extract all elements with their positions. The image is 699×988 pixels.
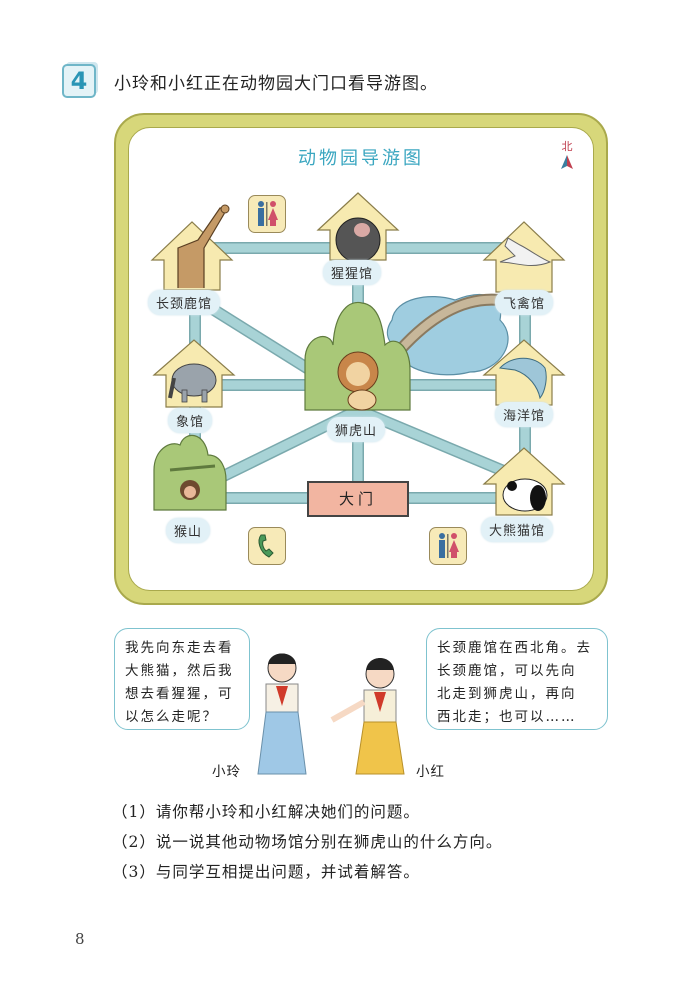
problem-number-badge: 4 (62, 64, 96, 98)
restroom-icon (429, 527, 467, 565)
venue-label-ocean: 海洋馆 (495, 402, 554, 427)
venue-label-panda: 大熊猫馆 (481, 517, 554, 542)
speech-bubble-xiaohong: 长颈鹿馆在西北角。去 长颈鹿馆，可以先向 北走到狮虎山，再向 西北走；也可以…… (426, 628, 608, 730)
bubble-line: 长颈鹿馆在西北角。去 (437, 640, 592, 656)
bubble-line: 北走到狮虎山，再向 (437, 686, 577, 702)
bubble-line: 我先向东走去看 (125, 640, 234, 656)
elephant-icon (168, 363, 217, 403)
students-illustration (257, 653, 405, 775)
restroom-icon (248, 195, 286, 233)
venue-label-monkey: 猴山 (166, 518, 211, 543)
dolphin-icon (498, 357, 547, 400)
bubble-line: 想去看猩猩，可 (125, 686, 234, 702)
monkey-icon (169, 464, 216, 500)
lake-icon (386, 293, 509, 376)
bird-icon (499, 237, 552, 267)
question-item: （1）请你帮小玲和小红解决她们的问题。 (112, 803, 420, 821)
map-title: 动物园导游图 (298, 148, 424, 169)
gorilla-icon (335, 217, 381, 263)
venue-label-gorilla: 猩猩馆 (323, 260, 382, 285)
telephone-icon (248, 527, 286, 565)
lion-icon (337, 351, 379, 411)
problem-intro: 小玲和小红正在动物园大门口看导游图。 (114, 74, 438, 94)
venue-label-giraffe: 长颈鹿馆 (148, 290, 221, 315)
girl-xiaohong-icon (330, 658, 405, 775)
speech-bubble-xiaoling: 我先向东走去看 大熊猫，然后我 想去看猩猩，可 以怎么走呢？ (114, 628, 250, 730)
giraffe-icon (177, 204, 230, 288)
bubble-line: 长颈鹿馆，可以先向 (437, 663, 577, 679)
north-compass: 北 (558, 138, 576, 173)
panda-icon (502, 478, 548, 512)
question-item: （2）说一说其他动物场馆分别在狮虎山的什么方向。 (112, 833, 503, 851)
venue-label-lion: 狮虎山 (327, 417, 386, 442)
question-list: （1）请你帮小玲和小红解决她们的问题。 （2）说一说其他动物场馆分别在狮虎山的什… (112, 797, 502, 887)
speaker-name-xiaohong: 小红 (416, 764, 445, 780)
bubble-line: 大熊猫，然后我 (125, 663, 234, 679)
venue-label-elephant: 象馆 (168, 408, 213, 433)
bubble-line: 西北走；也可以…… (437, 709, 577, 725)
bubble-line: 以怎么走呢？ (125, 709, 218, 725)
north-label: 北 (561, 140, 573, 153)
venue-label-aviary: 飞禽馆 (495, 290, 554, 315)
north-arrow-icon (561, 155, 573, 169)
question-item: （3）与同学互相提出问题，并试着解答。 (112, 863, 420, 881)
page-number: 8 (75, 930, 85, 948)
zoo-gate: 大门 (307, 481, 409, 517)
girl-xiaoling-icon (257, 653, 307, 775)
speaker-name-xiaoling: 小玲 (212, 764, 241, 780)
